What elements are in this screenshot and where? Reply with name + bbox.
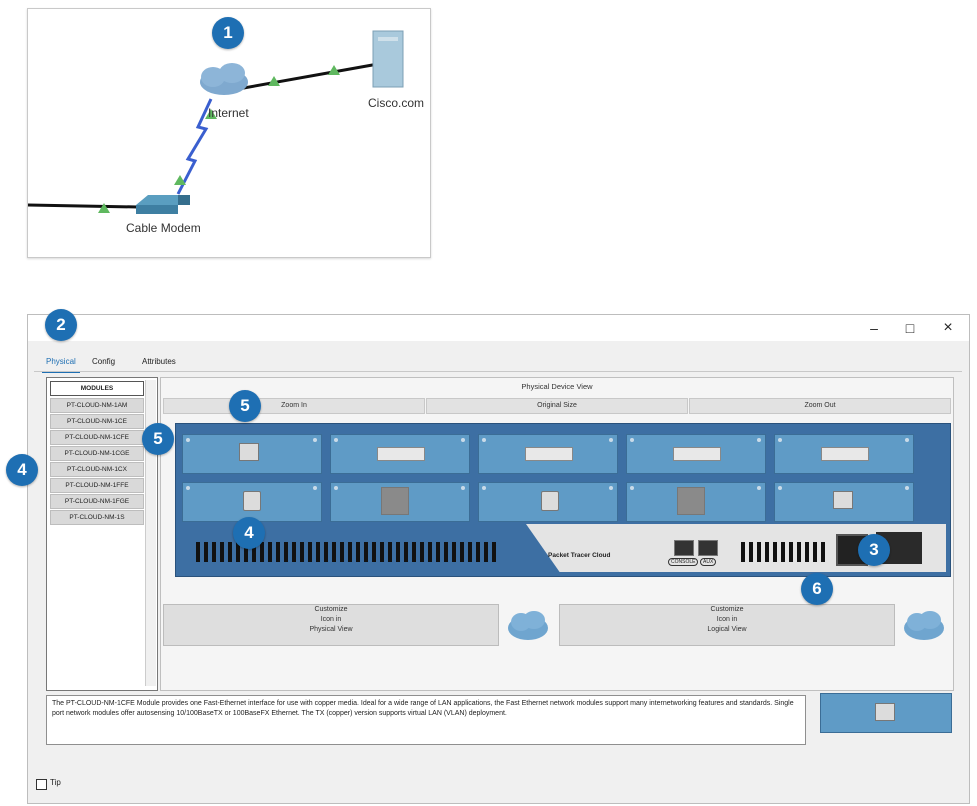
tip-checkbox[interactable] bbox=[36, 779, 47, 790]
ethernet-port-icon[interactable] bbox=[833, 491, 853, 509]
tab-divider bbox=[34, 371, 962, 372]
zoom-out-button[interactable]: Zoom Out bbox=[689, 398, 951, 414]
link-light-icon bbox=[328, 65, 340, 75]
original-size-button[interactable]: Original Size bbox=[426, 398, 688, 414]
module-item[interactable]: PT-CLOUD-NM-1CFE bbox=[50, 430, 144, 445]
customize-logical-view-button[interactable]: Customize Icon in Logical View bbox=[559, 604, 895, 646]
device-name-label: Packet Tracer Cloud bbox=[548, 552, 611, 559]
tip-label: Tip bbox=[50, 778, 61, 787]
module-slot-coax[interactable] bbox=[182, 482, 322, 522]
close-button[interactable]: × bbox=[943, 319, 953, 336]
topology-panel: Internet Cisco.com Cable Modem bbox=[27, 8, 431, 258]
callout-badge-internet: 1 bbox=[212, 17, 244, 49]
module-item[interactable]: PT-CLOUD-NM-1CGE bbox=[50, 446, 144, 461]
serial-port-icon[interactable] bbox=[525, 447, 573, 461]
cloud-physical-icon bbox=[505, 606, 551, 642]
callout-badge-power-switch: 3 bbox=[858, 534, 890, 566]
modem-link[interactable] bbox=[28, 203, 139, 209]
module-description: The PT-CLOUD-NM-1CFE Module provides one… bbox=[46, 695, 806, 745]
minimize-button[interactable]: – bbox=[870, 320, 878, 336]
console-port-icon[interactable] bbox=[674, 540, 694, 556]
module-slot-serial[interactable] bbox=[330, 434, 470, 474]
link-light-icon bbox=[98, 203, 110, 213]
callout-badge-module-item: 5 bbox=[142, 423, 174, 455]
module-slot-serial[interactable] bbox=[774, 434, 914, 474]
callout-badge-installed-port: 5 bbox=[229, 390, 261, 422]
maximize-button[interactable]: □ bbox=[905, 320, 915, 336]
server-label: Cisco.com bbox=[368, 96, 425, 110]
vent-grille bbox=[196, 542, 496, 562]
tab-physical[interactable]: Physical bbox=[42, 357, 80, 373]
physical-view-title: Physical Device View bbox=[521, 382, 593, 391]
cloud-device-window: – □ × Physical Config Attributes MODULES… bbox=[27, 314, 970, 804]
link-light-icon bbox=[174, 175, 186, 185]
ethernet-port-icon bbox=[875, 703, 895, 721]
customize-physical-view-button[interactable]: Customize Icon in Physical View bbox=[163, 604, 499, 646]
serial-port-icon[interactable] bbox=[821, 447, 869, 461]
server-link[interactable] bbox=[237, 62, 379, 91]
cloud-device-chassis: Packet Tracer Cloud CONSOLE AUX bbox=[175, 423, 951, 577]
serial-port-icon[interactable] bbox=[673, 447, 721, 461]
link-light-icon bbox=[268, 76, 280, 86]
internet-cloud-icon[interactable] bbox=[200, 63, 248, 95]
topology-canvas bbox=[28, 30, 404, 214]
module-item[interactable]: PT-CLOUD-NM-1AM bbox=[50, 398, 144, 413]
ethernet-port-icon[interactable] bbox=[239, 443, 259, 461]
module-item[interactable]: PT-CLOUD-NM-1FFE bbox=[50, 478, 144, 493]
callout-badge-power-indicator: 6 bbox=[801, 573, 833, 605]
server-icon[interactable] bbox=[372, 30, 404, 88]
serial-port-icon[interactable] bbox=[377, 447, 425, 461]
aux-label: AUX bbox=[700, 558, 717, 566]
module-slot-fiber[interactable] bbox=[626, 482, 766, 522]
internet-label: Internet bbox=[208, 106, 249, 120]
coax-port-icon[interactable] bbox=[541, 491, 559, 511]
callout-badge-module-list: 4 bbox=[6, 454, 38, 486]
module-slot-fiber[interactable] bbox=[330, 482, 470, 522]
cloud-logical-icon bbox=[901, 606, 947, 642]
fiber-port-icon[interactable] bbox=[677, 487, 705, 515]
fiber-port-icon[interactable] bbox=[381, 487, 409, 515]
title-bar: – □ × bbox=[28, 315, 969, 341]
zoom-in-button[interactable]: Zoom In bbox=[163, 398, 425, 414]
serial-link[interactable] bbox=[176, 98, 213, 195]
module-item[interactable]: PT-CLOUD-NM-1FGE bbox=[50, 494, 144, 509]
rear-vent-grille bbox=[741, 542, 825, 562]
tab-config[interactable]: Config bbox=[92, 357, 116, 366]
module-list[interactable]: MODULES PT-CLOUD-NM-1AM PT-CLOUD-NM-1CE … bbox=[46, 377, 158, 691]
callout-badge-window-title: 2 bbox=[45, 309, 77, 341]
cable-modem-icon[interactable] bbox=[136, 195, 190, 214]
module-list-scrollbar[interactable] bbox=[145, 380, 156, 686]
modem-label: Cable Modem bbox=[126, 221, 201, 235]
link-light-icon bbox=[205, 109, 217, 119]
aux-port-icon[interactable] bbox=[698, 540, 718, 556]
callout-badge-empty-slot: 4 bbox=[233, 517, 265, 549]
console-label: CONSOLE bbox=[668, 558, 699, 566]
tab-attributes[interactable]: Attributes bbox=[142, 357, 176, 366]
module-list-header: MODULES bbox=[50, 381, 144, 396]
physical-device-view: Physical Device View Zoom In Original Si… bbox=[160, 377, 954, 691]
module-thumbnail bbox=[820, 693, 952, 733]
module-slot-coax[interactable] bbox=[478, 482, 618, 522]
module-item[interactable]: PT-CLOUD-NM-1CE bbox=[50, 414, 144, 429]
coax-port-icon[interactable] bbox=[243, 491, 261, 511]
module-item[interactable]: PT-CLOUD-NM-1S bbox=[50, 510, 144, 525]
module-slot-serial[interactable] bbox=[478, 434, 618, 474]
module-slot-serial[interactable] bbox=[626, 434, 766, 474]
module-slot-ethernet[interactable] bbox=[182, 434, 322, 474]
module-item[interactable]: PT-CLOUD-NM-1CX bbox=[50, 462, 144, 477]
module-slot-ethernet[interactable] bbox=[774, 482, 914, 522]
